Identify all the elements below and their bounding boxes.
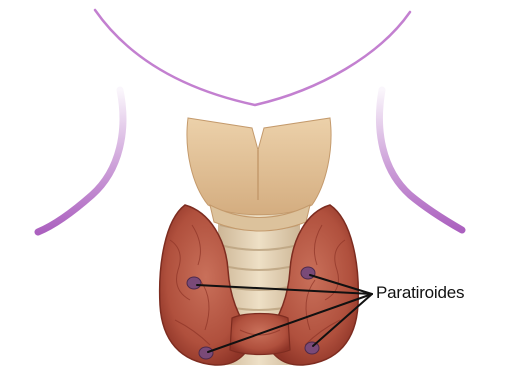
thyroid-cartilage <box>187 118 331 231</box>
right-neck-outline <box>379 90 462 230</box>
paratiroides-label: Paratiroides <box>376 283 464 303</box>
jaw-outline <box>95 10 410 105</box>
parathyroid-gland <box>199 347 213 359</box>
parathyroid-gland <box>187 277 201 289</box>
parathyroid-gland <box>301 267 315 279</box>
left-neck-outline <box>38 90 123 232</box>
